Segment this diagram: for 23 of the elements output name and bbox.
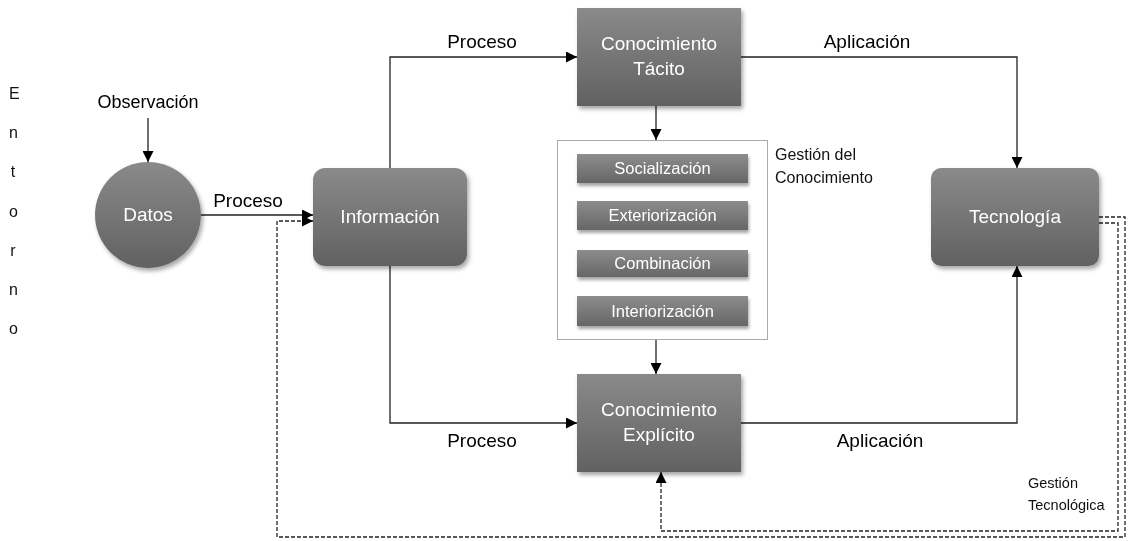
side-label: Entorno xyxy=(9,84,17,340)
arrow xyxy=(389,51,578,169)
arrow xyxy=(142,117,154,163)
arrow xyxy=(389,265,578,429)
input-label: Observación xyxy=(87,88,209,116)
arrow xyxy=(650,105,662,141)
process-box: Información xyxy=(313,168,467,266)
arrow xyxy=(740,56,1023,169)
process-box: Tecnología xyxy=(931,168,1099,266)
group-heading: Gestión del Conocimiento xyxy=(775,145,874,189)
arrow xyxy=(200,209,314,221)
arrow xyxy=(740,265,1023,424)
note-label: Gestión Tecnológica xyxy=(1028,474,1106,516)
process-box: Conocimiento Explícito xyxy=(577,374,741,472)
process-box: Conocimiento Tácito xyxy=(577,8,741,106)
dashed-arrow xyxy=(276,215,1126,538)
process-box: Exteriorización xyxy=(577,201,748,230)
process-box: Socialización xyxy=(577,154,748,183)
arrow xyxy=(650,339,662,375)
process-box: Interiorización xyxy=(577,296,748,326)
process-box: Combinación xyxy=(577,250,748,277)
dashed-arrow xyxy=(655,222,1119,532)
data-circle: Datos xyxy=(95,162,201,268)
